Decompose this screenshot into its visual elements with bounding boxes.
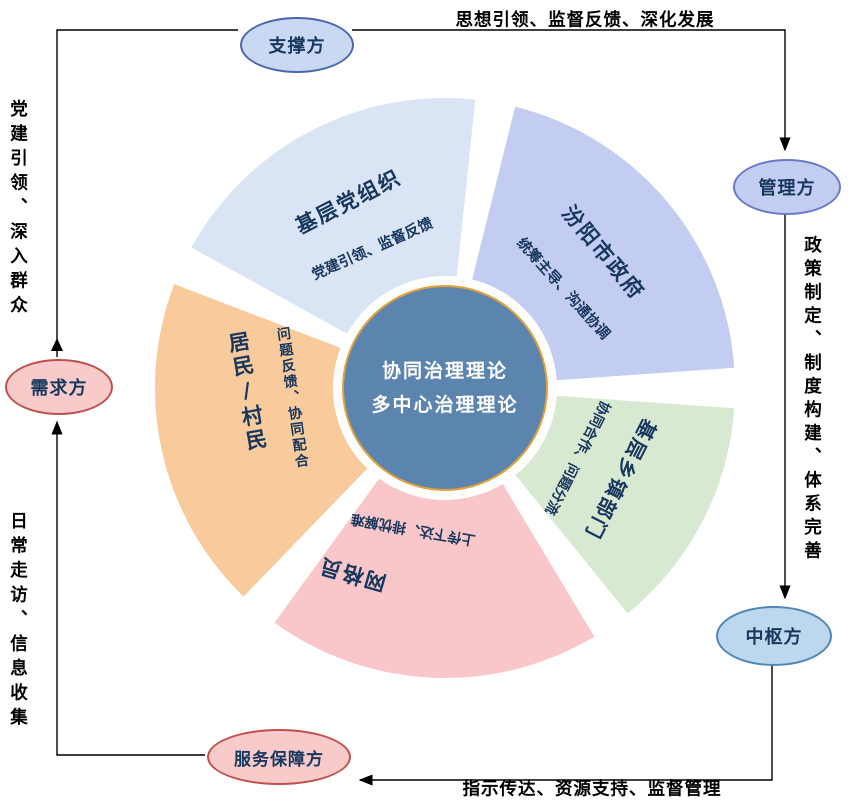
- edge-label-top: 思想引领、监督反馈、深化发展: [455, 10, 715, 31]
- edge-label-left-bottom: 日常走访、信息收集: [7, 511, 28, 733]
- node-management-label: 管理方: [758, 178, 816, 199]
- segment-township-departments-wedge: [515, 395, 735, 614]
- edge-label-left-top: 党建引领、深入群众: [7, 99, 28, 321]
- node-demand-oval: 需求方: [5, 359, 113, 415]
- node-hub-label: 中枢方: [745, 627, 803, 648]
- node-support-oval: 支撑方: [240, 17, 354, 73]
- edge-label-bottom: 指示传达、资源支持、监督管理: [462, 779, 722, 800]
- node-support-label: 支撑方: [268, 36, 326, 57]
- center-theory-line1: 协同治理理论: [381, 359, 509, 382]
- node-service-oval: 服务保障方: [207, 729, 351, 785]
- edge-label-right: 政策制定、制度构建、体系完善: [801, 235, 822, 565]
- flow-arrow-left-bottom: [51, 420, 205, 756]
- arrowhead-up-icon: [51, 338, 63, 351]
- segment-grassroots-party-wedge: [191, 98, 476, 334]
- center-theory-circle: [342, 285, 548, 491]
- center-theory-label: 协同治理理论 多中心治理理论: [371, 354, 518, 422]
- flow-arrow-bottom: [358, 664, 773, 786]
- segment-city-government-wedge: [472, 106, 735, 381]
- segment-grid-workers-wedge: [274, 478, 595, 679]
- node-service-label: 服务保障方: [234, 749, 324, 770]
- center-theory-line2: 多中心治理理论: [371, 394, 519, 416]
- node-demand-label: 需求方: [30, 378, 88, 399]
- flow-arrow-top: [352, 29, 791, 152]
- node-management-oval: 管理方: [733, 159, 841, 215]
- flow-arrows: [51, 29, 791, 786]
- node-hub-oval: 中枢方: [716, 606, 832, 666]
- flow-arrow-left-top: [56, 29, 238, 357]
- segment-residents-wedge: [154, 284, 368, 597]
